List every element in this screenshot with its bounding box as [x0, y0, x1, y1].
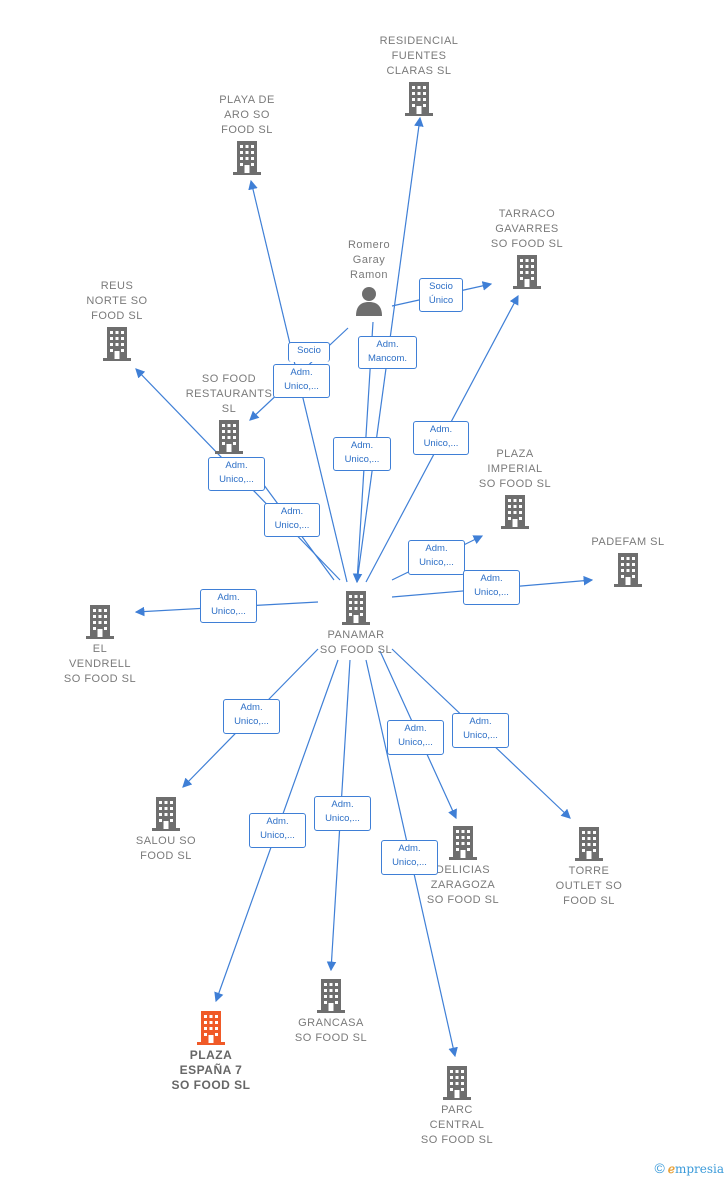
building-icon-highlighted: [197, 1011, 225, 1045]
node-plaza-imperial[interactable]: PLAZA IMPERIAL SO FOOD SL: [455, 447, 575, 532]
node-label: PLAZA IMPERIAL SO FOOD SL: [478, 448, 552, 490]
node-delicias-zaragoza[interactable]: DELICIAS ZARAGOZA SO FOOD SL: [403, 823, 523, 908]
edge-label-adm-unico-10[interactable]: Adm. Unico,...: [452, 713, 509, 748]
node-label: EL VENDRELL SO FOOD SL: [63, 643, 137, 685]
node-grancasa[interactable]: GRANCASA SO FOOD SL: [271, 976, 391, 1046]
edge-label-adm-unico-14[interactable]: Adm. Unico,...: [381, 840, 438, 875]
building-icon: [405, 82, 433, 116]
node-label: GRANCASA SO FOOD SL: [294, 1017, 368, 1044]
edge-label-adm-unico-3[interactable]: Adm. Unico,...: [413, 421, 469, 455]
node-panamar[interactable]: PANAMAR SO FOOD SL: [296, 588, 416, 658]
node-label: PLAZA ESPAÑA 7 SO FOOD SL: [171, 1048, 251, 1092]
node-label: SO FOOD RESTAURANTS SL: [185, 373, 273, 415]
node-label: PANAMAR SO FOOD SL: [319, 629, 393, 656]
brand-initial: ℯ: [667, 1162, 675, 1176]
node-salou[interactable]: SALOU SO FOOD SL: [106, 794, 226, 864]
node-label: SALOU SO FOOD SL: [135, 835, 197, 862]
building-icon: [103, 327, 131, 361]
node-torre-outlet[interactable]: TORRE OUTLET SO FOOD SL: [529, 824, 649, 909]
edge-label-socio-unico[interactable]: Socio Único: [419, 278, 463, 312]
building-icon: [443, 1066, 471, 1100]
node-label: RESIDENCIAL FUENTES CLARAS SL: [379, 35, 459, 77]
edge-label-adm-unico-2[interactable]: Adm. Unico,...: [333, 437, 391, 471]
node-label: TORRE OUTLET SO FOOD SL: [555, 865, 623, 907]
edge-label-socio[interactable]: Socio: [288, 342, 330, 362]
edge-label-adm-unico-11[interactable]: Adm. Unico,...: [387, 720, 444, 755]
node-label: REUS NORTE SO FOOD SL: [86, 280, 148, 322]
building-icon: [317, 979, 345, 1013]
edge-label-adm-unico-4[interactable]: Adm. Unico,...: [208, 457, 265, 491]
node-label: PADEFAM SL: [591, 536, 665, 548]
edge-label-adm-unico-1[interactable]: Adm. Unico,...: [273, 364, 330, 398]
edge-label-adm-unico-9[interactable]: Adm. Unico,...: [223, 699, 280, 734]
edge-label-adm-unico-13[interactable]: Adm. Unico,...: [249, 813, 306, 848]
brand-name: mpresia: [674, 1162, 724, 1176]
node-romero-garay-ramon[interactable]: Romero Garay Ramon: [309, 238, 429, 319]
building-icon: [86, 605, 114, 639]
node-label: TARRACO GAVARRES SO FOOD SL: [490, 208, 564, 250]
building-icon: [501, 495, 529, 529]
building-icon: [152, 797, 180, 831]
node-reus-norte[interactable]: REUS NORTE SO FOOD SL: [57, 279, 177, 364]
building-icon: [513, 255, 541, 289]
node-label: PARC CENTRAL SO FOOD SL: [420, 1104, 494, 1146]
building-icon: [449, 826, 477, 860]
node-label: PLAYA DE ARO SO FOOD SL: [219, 94, 275, 136]
edge-label-adm-unico-6[interactable]: Adm. Unico,...: [408, 540, 465, 575]
edge-label-adm-unico-8[interactable]: Adm. Unico,...: [200, 589, 257, 623]
edge-label-adm-unico-7[interactable]: Adm. Unico,...: [463, 570, 520, 605]
node-parc-central[interactable]: PARC CENTRAL SO FOOD SL: [397, 1063, 517, 1148]
copyright-symbol: ©: [654, 1160, 665, 1176]
building-icon: [614, 553, 642, 587]
node-el-vendrell[interactable]: EL VENDRELL SO FOOD SL: [40, 602, 160, 687]
edge-label-adm-mancom[interactable]: Adm. Mancom.: [358, 336, 417, 369]
building-icon: [342, 591, 370, 625]
building-icon: [215, 420, 243, 454]
building-icon: [575, 827, 603, 861]
node-tarraco-gavarres[interactable]: TARRACO GAVARRES SO FOOD SL: [467, 207, 587, 292]
node-plaza-espana-7[interactable]: PLAZA ESPAÑA 7 SO FOOD SL: [151, 1008, 271, 1093]
person-icon: [356, 287, 382, 316]
node-so-food-restaurants[interactable]: SO FOOD RESTAURANTS SL: [169, 372, 289, 457]
node-label: Romero Garay Ramon: [347, 239, 391, 281]
node-playa-de-aro[interactable]: PLAYA DE ARO SO FOOD SL: [187, 93, 307, 178]
node-padefam[interactable]: PADEFAM SL: [568, 535, 688, 590]
edge-label-adm-unico-5[interactable]: Adm. Unico,...: [264, 503, 320, 537]
node-residencial-fuentes-claras[interactable]: RESIDENCIAL FUENTES CLARAS SL: [359, 34, 479, 119]
edge-label-adm-unico-12[interactable]: Adm. Unico,...: [314, 796, 371, 831]
node-label: DELICIAS ZARAGOZA SO FOOD SL: [426, 864, 500, 906]
building-icon: [233, 141, 261, 175]
brand-mark: ©ℯmpresia: [655, 1160, 725, 1176]
